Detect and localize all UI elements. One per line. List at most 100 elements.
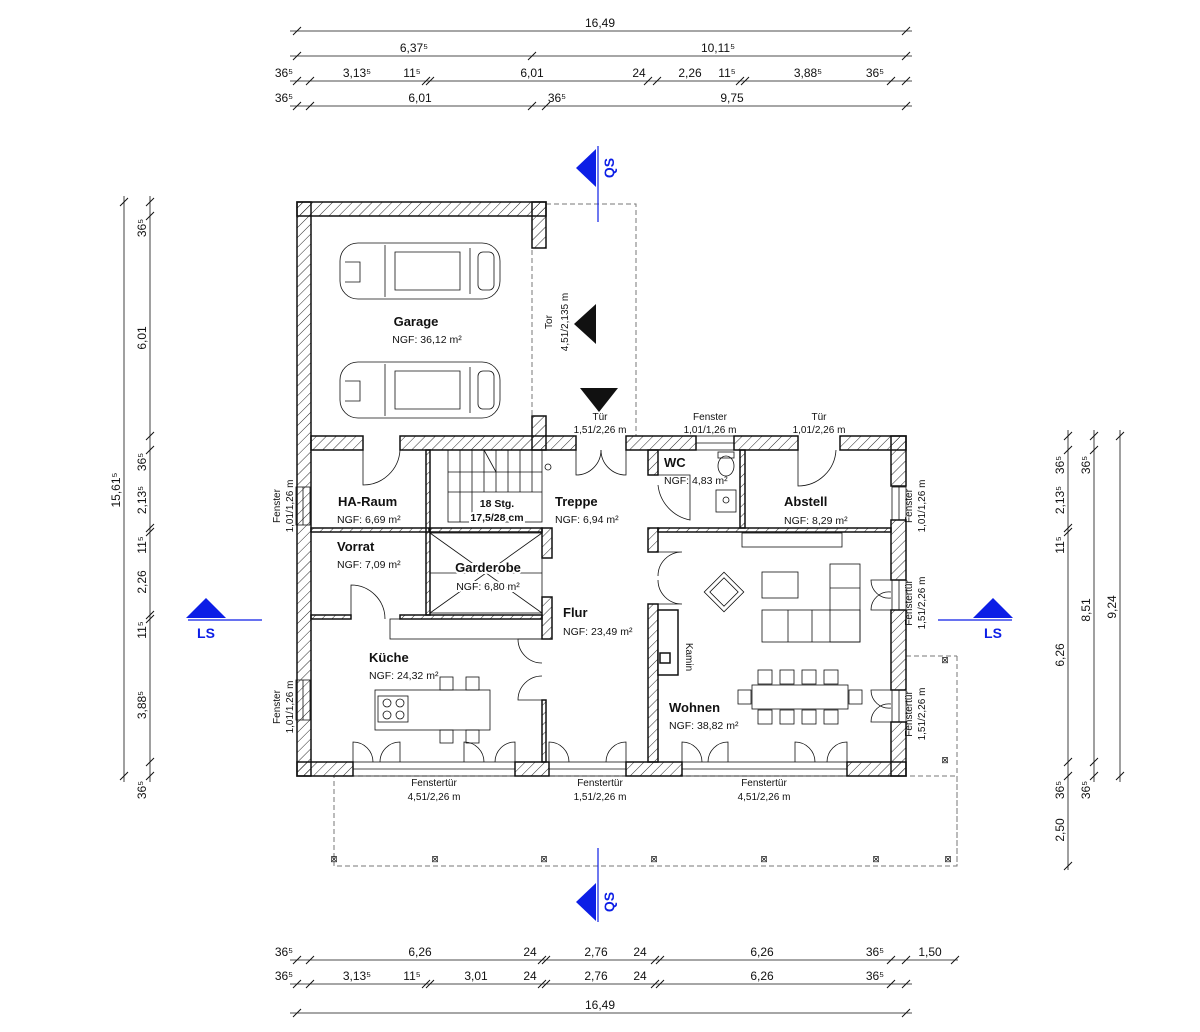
windows bbox=[295, 435, 907, 777]
column-mark: ⊠ bbox=[650, 854, 658, 864]
living-furniture bbox=[703, 532, 863, 725]
column-mark: ⊠ bbox=[760, 854, 768, 864]
dim-label: 36⁵ bbox=[135, 219, 149, 237]
opening-size: 4,51/2,26 m bbox=[408, 792, 461, 803]
left-dimensions: 15,61⁵ 36⁵ 6,01 36⁵ 2,13⁵ 11⁵ 2,26 11⁵ 3… bbox=[109, 196, 155, 799]
column-mark: ⊠ bbox=[540, 854, 548, 864]
dim-label: 3,01 bbox=[464, 969, 488, 983]
kamin-label: Kamin bbox=[683, 643, 694, 671]
dim-label: 36⁵ bbox=[1053, 781, 1067, 799]
opening-size: 1,01/1,26 m bbox=[684, 425, 737, 436]
section-marker-ls-right: LS bbox=[938, 598, 1013, 641]
opening-size: 1,01/1,26 m bbox=[917, 480, 928, 533]
dim-label: 24 bbox=[523, 969, 537, 983]
dim-label: 8,51 bbox=[1079, 598, 1093, 622]
dim-label: 2,50 bbox=[1053, 818, 1067, 842]
room-wohnen: Wohnen NGF: 38,82 m² bbox=[669, 700, 739, 732]
dim-label: 6,01 bbox=[520, 66, 544, 80]
room-flur: Flur NGF: 23,49 m² bbox=[563, 605, 633, 638]
dim-label: 6,37⁵ bbox=[400, 41, 428, 55]
dim-label: 2,13⁵ bbox=[1053, 486, 1067, 514]
column-mark: ⊠ bbox=[872, 854, 880, 864]
dim-label: 11⁵ bbox=[1053, 536, 1067, 553]
car-1 bbox=[339, 242, 501, 300]
room-area: NGF: 4,83 m² bbox=[664, 475, 728, 487]
dim-label: 6,26 bbox=[408, 945, 432, 959]
column-mark: ⊠ bbox=[941, 755, 949, 765]
dim-label: 11⁵ bbox=[135, 621, 149, 638]
opening-size: 1,51/2,26 m bbox=[574, 792, 627, 803]
top-dimensions: 16,49 6,37⁵ 10,11⁵ 36⁵ 3,13⁵ 11⁵ 6,01 24… bbox=[275, 16, 912, 111]
room-name: Wohnen bbox=[669, 700, 720, 715]
opening-name: Fenster bbox=[272, 488, 283, 523]
dim-label: 2,26 bbox=[678, 66, 702, 80]
dim-label: 36⁵ bbox=[866, 969, 884, 983]
room-garage: Garage NGF: 36,12 m² bbox=[392, 314, 462, 346]
stair-step-size: 17,5/28 cm bbox=[470, 512, 523, 524]
room-vorrat: Vorrat NGF: 7,09 m² bbox=[337, 539, 401, 571]
walls bbox=[296, 201, 907, 777]
dim-label: 6,26 bbox=[750, 945, 774, 959]
opening-name: Fenstertür bbox=[577, 778, 623, 789]
room-area: NGF: 6,69 m² bbox=[337, 514, 401, 526]
dim-label: 9,24 bbox=[1105, 595, 1119, 619]
dim-label: 11⁵ bbox=[403, 969, 420, 983]
room-name: Vorrat bbox=[337, 539, 375, 554]
room-name: WC bbox=[664, 455, 686, 470]
column-mark: ⊠ bbox=[330, 854, 338, 864]
room-area: NGF: 7,09 m² bbox=[337, 559, 401, 571]
opening-size: 1,01/2,26 m bbox=[793, 425, 846, 436]
opening-name: Tür bbox=[812, 412, 828, 423]
opening-name: Fenstertür bbox=[741, 778, 787, 789]
room-garderobe: Garderobe NGF: 6,80 m² bbox=[453, 558, 523, 595]
dim-label: 24 bbox=[523, 945, 537, 959]
room-area: NGF: 6,80 m² bbox=[456, 581, 520, 593]
door-swings bbox=[350, 449, 892, 763]
room-wc: WC NGF: 4,83 m² bbox=[664, 455, 728, 487]
dim-label: 6,26 bbox=[750, 969, 774, 983]
opening-name: Fenster bbox=[693, 412, 728, 423]
section-ls-label: LS bbox=[984, 625, 1002, 641]
dim-label: 3,13⁵ bbox=[343, 66, 371, 80]
dim-top-total: 16,49 bbox=[585, 16, 615, 30]
dim-label: 6,01 bbox=[408, 91, 432, 105]
opening-size: 1,51/2,26 m bbox=[917, 688, 928, 741]
room-area: NGF: 8,29 m² bbox=[784, 515, 848, 527]
opening-size: 1,51/2,26 m bbox=[574, 425, 627, 436]
dim-label: 36⁵ bbox=[548, 91, 566, 105]
garderobe-closet bbox=[429, 532, 543, 614]
room-name: Treppe bbox=[555, 494, 598, 509]
section-qs-label: QS bbox=[601, 892, 617, 912]
car-2 bbox=[339, 361, 501, 419]
staircase bbox=[447, 449, 552, 523]
dim-label: 11⁵ bbox=[718, 66, 735, 80]
dim-label: 3,88⁵ bbox=[794, 66, 822, 80]
dim-label: 36⁵ bbox=[1053, 456, 1067, 474]
bottom-dimensions: 36⁵ 6,26 24 2,76 24 6,26 36⁵ 1,50 36⁵ 3,… bbox=[275, 945, 960, 1018]
opening-name: Tor bbox=[544, 314, 555, 329]
room-name: Flur bbox=[563, 605, 588, 620]
dim-label: 24 bbox=[633, 945, 647, 959]
opening-size: 4,51/2,26 m bbox=[738, 792, 791, 803]
dim-label: 9,75 bbox=[720, 91, 744, 105]
opening-name: Fenster bbox=[272, 689, 283, 724]
room-name: Garage bbox=[394, 314, 439, 329]
stair-steps: 18 Stg. bbox=[480, 498, 515, 510]
room-name: HA-Raum bbox=[338, 494, 397, 509]
dim-label: 11⁵ bbox=[403, 66, 420, 80]
terrace-outline: ⊠ ⊠ ⊠ ⊠ ⊠ ⊠ ⊠ ⊠ ⊠ bbox=[330, 655, 958, 867]
opening-name: Fenstertür bbox=[904, 580, 915, 626]
room-abstell: Abstell NGF: 8,29 m² bbox=[784, 494, 848, 527]
entrance-arrow-icon bbox=[580, 388, 618, 412]
room-name: Küche bbox=[369, 650, 409, 665]
dim-label: 36⁵ bbox=[275, 945, 293, 959]
opening-labels: Tor 4,51/2,135 m Tür 1,51/2,26 m Fenster… bbox=[272, 293, 928, 803]
wc-fixtures bbox=[715, 451, 737, 513]
column-mark: ⊠ bbox=[944, 854, 952, 864]
dim-label: 36⁵ bbox=[135, 453, 149, 471]
dim-label: 36⁵ bbox=[275, 91, 293, 105]
section-qs-label: QS bbox=[601, 158, 617, 178]
opening-name: Fenstertür bbox=[411, 778, 457, 789]
column-mark: ⊠ bbox=[941, 655, 949, 665]
room-area: NGF: 36,12 m² bbox=[392, 334, 462, 346]
